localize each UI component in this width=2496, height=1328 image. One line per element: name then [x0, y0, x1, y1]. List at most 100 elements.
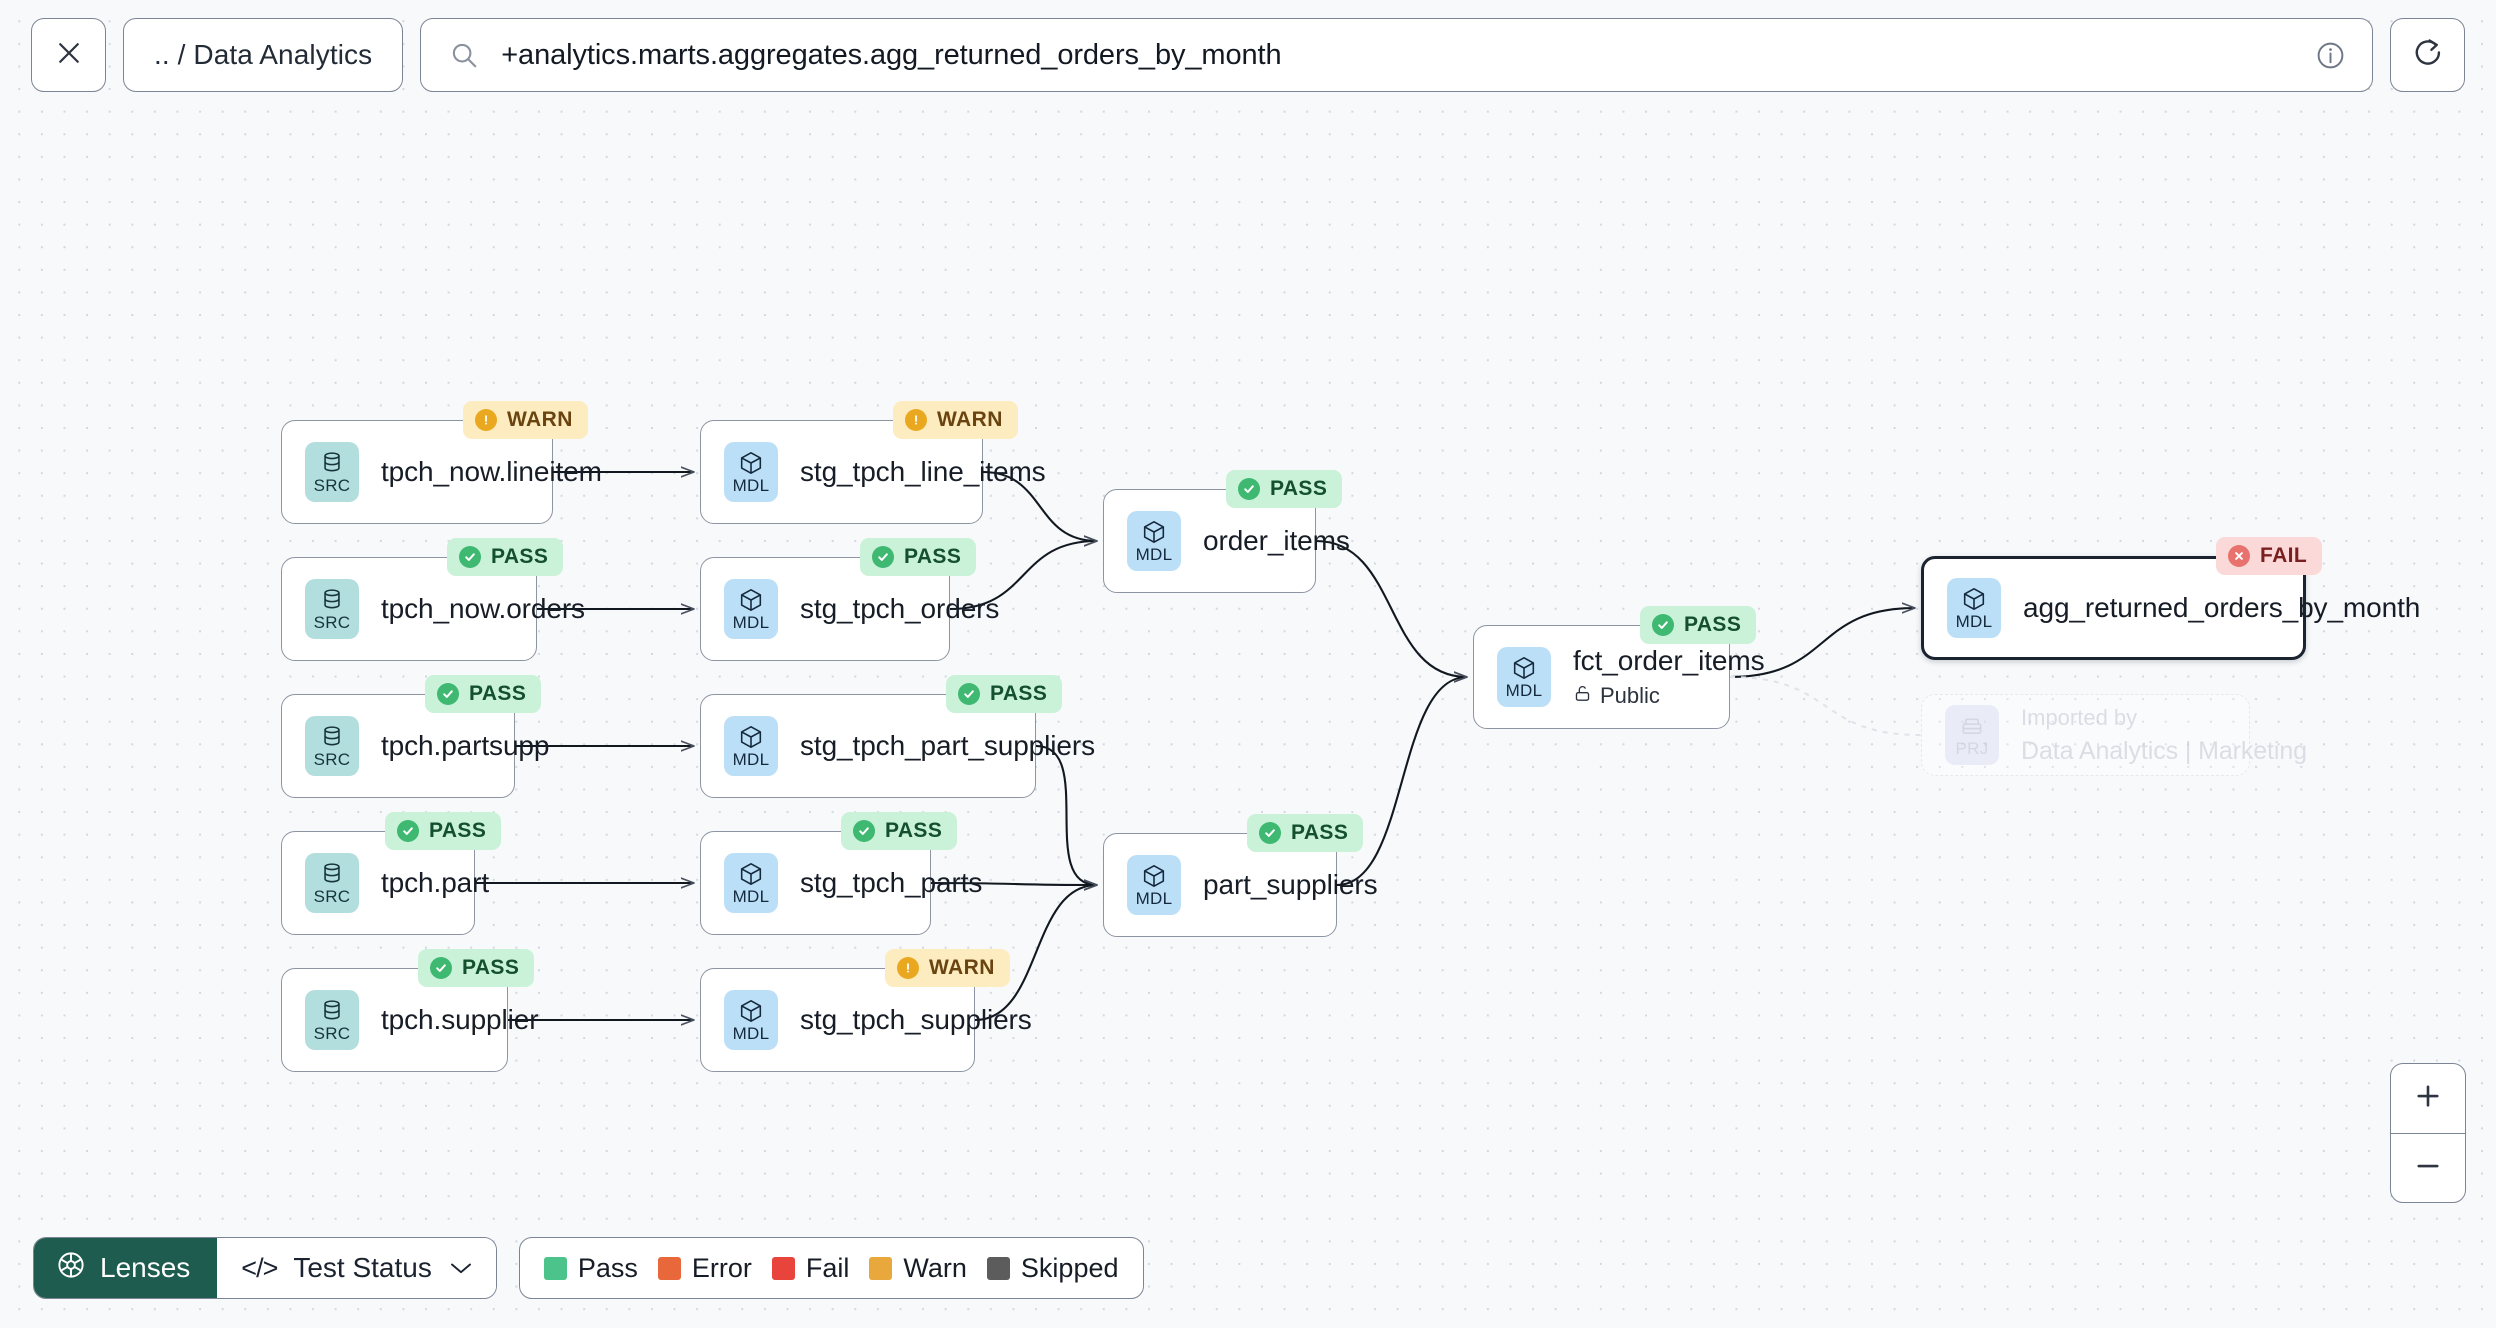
node-title: agg_returned_orders_by_month: [2023, 592, 2421, 623]
cube-icon: [738, 861, 764, 887]
zoom-in-button[interactable]: [2391, 1064, 2465, 1133]
status-badge-pass[interactable]: PASS: [946, 675, 1063, 713]
legend-item-skipped[interactable]: Skipped: [986, 1252, 1119, 1284]
node-type-label: MDL: [1135, 545, 1173, 564]
close-icon: [54, 38, 84, 73]
status-badge-pass[interactable]: PASS: [385, 812, 502, 850]
graph-node-tpch_part[interactable]: SRC tpch.part: [281, 831, 489, 935]
graph-node-stg_tpch_line_items[interactable]: MDL stg_tpch_line_items: [700, 420, 1046, 524]
node-body: Imported by Data Analytics | Marketing: [2021, 704, 2307, 766]
cube-icon: [738, 587, 764, 613]
status-badge-pass[interactable]: PASS: [1226, 470, 1343, 508]
status-badge-pass[interactable]: PASS: [425, 675, 542, 713]
node-title: Data Analytics | Marketing: [2021, 736, 2307, 765]
node-type-badge-src: SRC: [305, 579, 359, 639]
status-badge-label: PASS: [469, 682, 527, 705]
search-icon: [449, 40, 479, 70]
legend-label: Skipped: [1020, 1252, 1119, 1283]
node-body: stg_tpch_orders: [800, 593, 1000, 625]
test-status-dropdown[interactable]: </> Test Status: [217, 1238, 496, 1298]
info-icon[interactable]: [2315, 40, 2346, 71]
node-title: stg_tpch_line_items: [800, 456, 1046, 487]
node-type-label: SRC: [313, 476, 351, 495]
node-imported-by-label: Imported by: [2021, 704, 2138, 730]
node-type-badge-mdl: MDL: [1127, 511, 1181, 571]
node-body: tpch.supplier: [381, 1004, 539, 1036]
graph-node-part_suppliers[interactable]: MDL part_suppliers: [1103, 833, 1378, 937]
legend-item-fail[interactable]: Fail: [771, 1253, 849, 1284]
status-icon-fail: [2228, 545, 2250, 567]
status-badge-pass[interactable]: PASS: [1247, 814, 1364, 852]
plus-icon: [2413, 1081, 2443, 1116]
refresh-button[interactable]: [2390, 18, 2465, 92]
node-type-label: SRC: [313, 887, 351, 906]
node-type-label: MDL: [1135, 889, 1173, 908]
node-type-label: MDL: [732, 476, 770, 495]
node-type-label: SRC: [313, 613, 351, 632]
node-title: tpch_now.orders: [381, 593, 585, 624]
node-type-label: SRC: [313, 750, 351, 769]
graph-node-stg_tpch_parts[interactable]: MDL stg_tpch_parts: [700, 831, 982, 935]
node-title: fct_order_items: [1573, 645, 1765, 676]
status-badge-label: PASS: [885, 819, 943, 842]
status-icon-pass: [430, 957, 452, 979]
database-icon: [319, 998, 345, 1024]
lenses-button[interactable]: Lenses: [34, 1238, 218, 1298]
minus-icon: [2413, 1151, 2443, 1186]
node-type-badge-mdl: MDL: [724, 853, 778, 913]
search-bar[interactable]: [420, 18, 2373, 92]
status-badge-label: WARN: [929, 956, 995, 979]
aperture-icon: [56, 1250, 86, 1287]
legend-item-error[interactable]: Error: [657, 1253, 752, 1284]
cube-icon: [1511, 655, 1537, 681]
status-badge-warn[interactable]: WARN: [463, 401, 588, 439]
node-body: stg_tpch_parts: [800, 867, 982, 899]
test-status-label: Test Status: [293, 1252, 432, 1283]
node-type-badge-mdl: MDL: [1947, 578, 2001, 638]
node-title: stg_tpch_orders: [800, 593, 1000, 624]
lens-control-group: Lenses </> Test Status: [33, 1237, 497, 1299]
node-body: tpch_now.lineitem: [381, 456, 602, 488]
legend-label: Pass: [577, 1252, 638, 1283]
cube-icon: [738, 724, 764, 750]
chevron-down-icon: [448, 1260, 474, 1276]
database-icon: [319, 861, 345, 887]
status-badge-label: FAIL: [2260, 544, 2308, 567]
legend-item-warn[interactable]: Warn: [869, 1253, 967, 1284]
edge-stg_tpch_part_suppliers-to-part_suppliers: [1035, 744, 1097, 885]
zoom-out-button[interactable]: [2391, 1133, 2465, 1202]
breadcrumb[interactable]: .. / Data Analytics: [123, 18, 404, 92]
status-icon-warn: [475, 409, 497, 431]
status-badge-warn[interactable]: WARN: [893, 401, 1018, 439]
node-type-label: MDL: [1955, 612, 1993, 631]
status-badge-label: PASS: [1270, 477, 1328, 500]
status-badge-pass[interactable]: PASS: [447, 538, 564, 576]
node-body: tpch.part: [381, 867, 489, 899]
node-body: stg_tpch_line_items: [800, 456, 1046, 488]
search-input[interactable]: [501, 38, 2293, 72]
node-visibility-label: Public: [1600, 683, 1660, 708]
status-icon-warn: [905, 409, 927, 431]
node-title: part_suppliers: [1203, 869, 1378, 900]
close-button[interactable]: [31, 18, 106, 92]
status-badge-warn[interactable]: WARN: [885, 949, 1010, 987]
node-type-badge-mdl: MDL: [724, 442, 778, 502]
status-badge-fail[interactable]: FAIL: [2216, 537, 2323, 575]
status-badge-pass[interactable]: PASS: [841, 812, 958, 850]
legend-item-pass[interactable]: Pass: [543, 1252, 638, 1284]
node-type-badge-prj: PRJ: [1945, 705, 1999, 765]
status-badge-pass[interactable]: PASS: [418, 949, 535, 987]
status-badge-label: WARN: [937, 408, 1003, 431]
cube-icon: [738, 998, 764, 1024]
status-badge-label: PASS: [491, 545, 549, 568]
status-icon-pass: [437, 683, 459, 705]
status-badge-label: PASS: [1684, 613, 1742, 636]
status-badge-pass[interactable]: PASS: [860, 538, 977, 576]
status-badge-label: PASS: [462, 956, 520, 979]
status-badge-pass[interactable]: PASS: [1640, 606, 1757, 644]
status-icon-pass: [958, 683, 980, 705]
bottom-toolbar: Lenses </> Test Status Pass Error Fail Warn…: [33, 1237, 1144, 1299]
